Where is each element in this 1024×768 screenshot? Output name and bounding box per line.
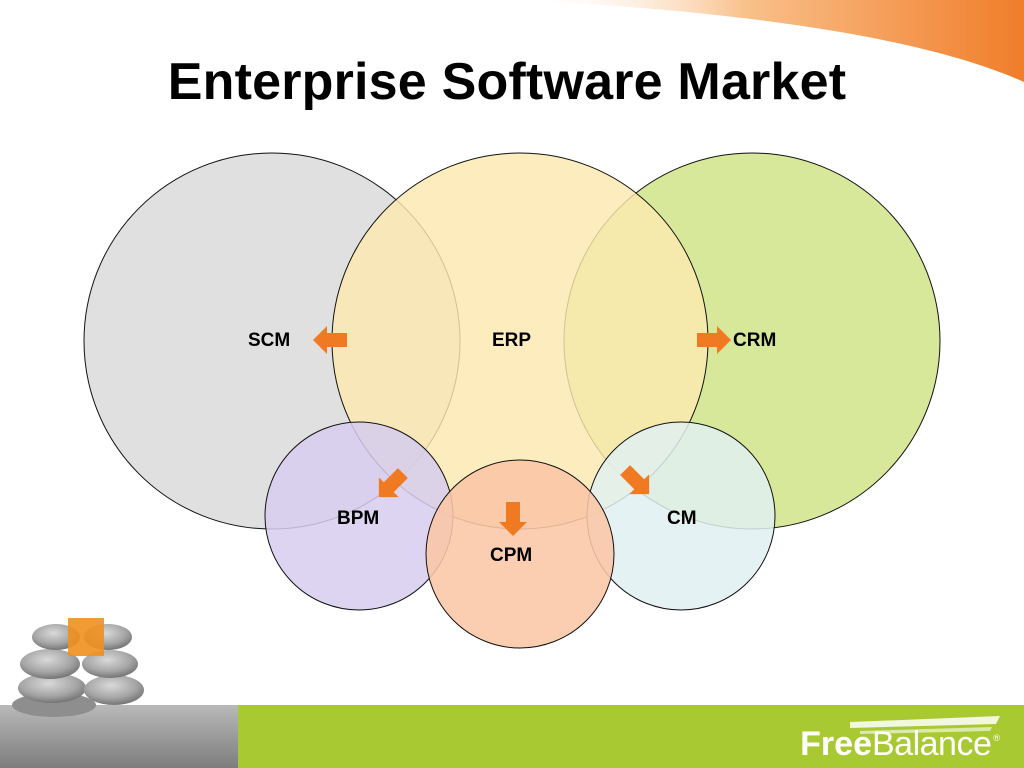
label-crm: CRM: [733, 330, 777, 351]
arrow-left-icon: [313, 326, 347, 354]
registered-mark: ®: [993, 733, 1000, 743]
label-erp: ERP: [492, 330, 532, 351]
footer-band: [236, 705, 1024, 768]
label-bpm: BPM: [337, 508, 380, 529]
slide-title: Enterprise Software Market: [167, 53, 847, 111]
label-cm: CM: [667, 508, 697, 529]
stacked-stones-image: [12, 618, 144, 717]
brand-name-light: Balance: [871, 725, 992, 763]
arrow-right-icon: [697, 326, 731, 354]
diagram-circles: [83, 152, 941, 649]
arrow-down-right-icon: [620, 465, 650, 495]
arrows: [313, 326, 731, 536]
top-swoosh: [520, 0, 1024, 82]
brand-name: FreeBalance®: [800, 722, 1000, 766]
arrow-down-icon: [499, 502, 527, 536]
label-cpm: CPM: [490, 545, 533, 566]
circle-cpm: [425, 459, 615, 649]
brand-name-bold: Free: [800, 725, 872, 763]
label-scm: SCM: [248, 330, 291, 351]
arrow-down-left-icon: [378, 468, 408, 498]
freebalance-logo: [850, 716, 1000, 734]
